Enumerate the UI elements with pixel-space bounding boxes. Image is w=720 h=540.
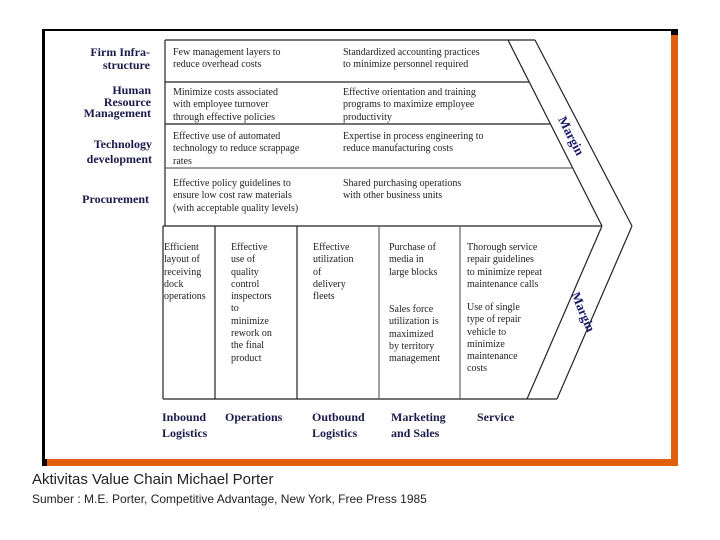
firm-infra-diff-cell: Standardized accounting practices to min… <box>343 47 480 71</box>
support-label-firm-infrastructure: Firm Infra- structure <box>90 45 150 72</box>
frame-top-border <box>42 29 674 31</box>
support-label-procurement: Procurement <box>82 192 149 206</box>
marketing-sales-cell-2: Sales force utilization is maximized by … <box>389 304 441 365</box>
slide-source: Sumber : M.E. Porter, Competitive Advant… <box>32 492 427 506</box>
procurement-cost-cell: Effective policy guidelines to ensure lo… <box>173 178 299 214</box>
support-label-technology: Technology development <box>86 137 152 166</box>
frame-right-accent <box>671 29 678 466</box>
primary-label-service: Service <box>477 410 515 424</box>
slide-frame <box>42 29 678 466</box>
frame-left-border <box>42 29 45 463</box>
firm-infra-cost-cell: Few management layers to reduce overhead… <box>173 47 281 71</box>
service-cell: Thorough service repair guidelines to mi… <box>467 242 542 290</box>
technology-cost-cell: Effective use of automated technology to… <box>173 131 300 167</box>
operations-cell: Effective use of quality control inspect… <box>231 242 272 364</box>
hrm-diff-cell: Effective orientation and training progr… <box>343 87 476 123</box>
service-cell-2: Use of single type of repair vehicle to … <box>467 302 521 375</box>
outbound-logistics-cell: Effective utilization of delivery fleets <box>313 242 354 303</box>
primary-label-marketing-sales: Marketing and Sales <box>391 410 446 440</box>
marketing-sales-cell: Purchase of media in large blocks <box>389 242 438 278</box>
inbound-logistics-cell: Efficient layout of receiving dock opera… <box>164 242 206 303</box>
frame-corner <box>42 459 47 466</box>
primary-label-operations: Operations <box>225 410 283 424</box>
frame-corner <box>671 29 678 35</box>
hrm-cost-cell: Minimize costs associated with employee … <box>173 87 278 123</box>
slide-title: Aktivitas Value Chain Michael Porter <box>32 471 274 488</box>
frame-bottom-accent <box>42 459 678 466</box>
primary-label-inbound-logistics: Inbound Logistics <box>162 410 208 440</box>
technology-diff-cell: Expertise in process engineering to redu… <box>343 131 484 155</box>
support-label-hrm: Human Resource Management <box>83 83 151 120</box>
procurement-diff-cell: Shared purchasing operations with other … <box>343 178 462 202</box>
primary-label-outbound-logistics: Outbound Logistics <box>312 410 365 440</box>
